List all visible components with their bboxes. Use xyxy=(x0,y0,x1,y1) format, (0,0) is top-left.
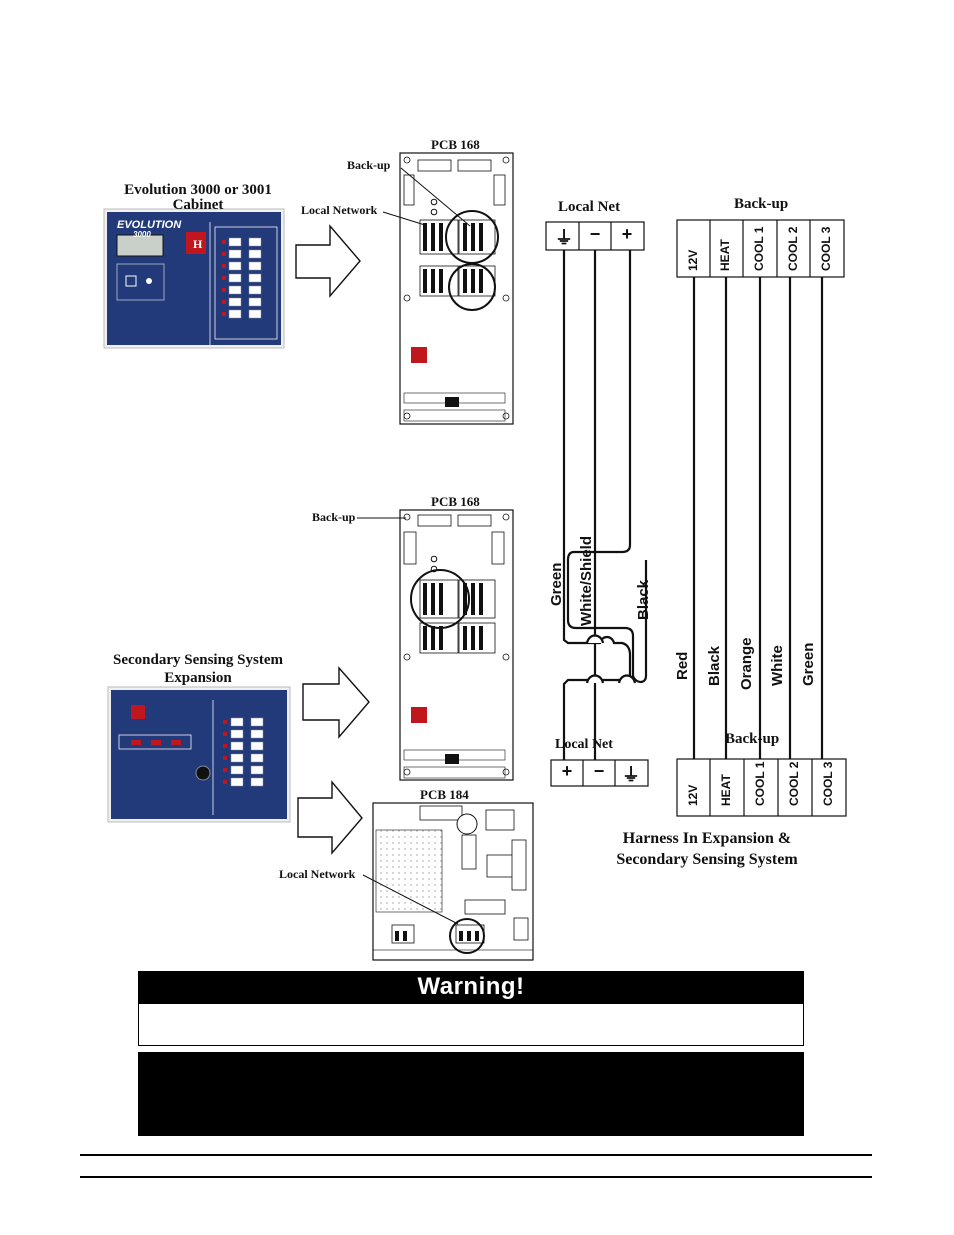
backup-wires xyxy=(692,277,824,759)
local-net-bottom-label: Local Net xyxy=(555,737,613,752)
backup-top-terminal-cool2: COOL 2 xyxy=(786,226,800,271)
local-net-top-terminal-minus: − xyxy=(589,224,601,244)
wire-label-green-backup: Green xyxy=(800,642,817,686)
harness-caption-line1: Harness In Expansion & xyxy=(622,830,792,847)
arrow-top xyxy=(295,224,361,298)
local-net-wires xyxy=(562,250,648,760)
wire-label-white-shield: White/Shield xyxy=(578,536,595,626)
arrow-middle xyxy=(302,666,370,739)
backup-leader-top xyxy=(400,167,471,227)
wire-green xyxy=(562,250,632,760)
wire-label-orange: Orange xyxy=(738,637,755,690)
local-net-bottom-terminal-plus: + xyxy=(561,761,573,781)
footer-rule-bottom xyxy=(80,1176,872,1178)
warning-title: Warning! xyxy=(138,971,804,1003)
arrow-shapes xyxy=(295,224,370,855)
hump-3 xyxy=(617,674,637,684)
local-net-top-block xyxy=(545,221,645,251)
local-net-bottom-terminal-minus: − xyxy=(593,761,605,781)
evolution-cabinet-panel: H xyxy=(103,208,285,349)
expansion-title: Secondary Sensing System Expansion xyxy=(98,651,298,687)
svg-text:H: H xyxy=(193,237,203,251)
backup-callout-top: Back-up xyxy=(347,158,391,172)
wire-label-black: Black xyxy=(635,579,652,620)
local-net-top-terminal-ground: ⏚ xyxy=(555,228,573,248)
cabinet-title-line1: Evolution 3000 or 3001 xyxy=(124,182,272,198)
wire-label-green: Green xyxy=(548,562,565,606)
backup-bottom-terminal-cool2: COOL 2 xyxy=(787,761,801,806)
backup-bottom-terminal-cool3: COOL 3 xyxy=(821,761,835,806)
cabinet-title: Evolution 3000 or 3001 Cabinet xyxy=(104,183,292,213)
local-net-bottom-terminal-ground: ⏚ xyxy=(622,765,640,785)
footer-rule-top xyxy=(80,1154,872,1156)
expansion-title-line2: Expansion xyxy=(164,670,232,686)
secondary-sensing-panel xyxy=(107,686,291,823)
pcb-168-top xyxy=(399,152,514,425)
pcb-168-middle xyxy=(399,509,514,781)
local-network-callout-top: Local Network xyxy=(301,203,378,217)
backup-top-terminal-cool1: COOL 1 xyxy=(752,226,766,271)
hump-1 xyxy=(585,634,605,644)
panel-brand-label: EVOLUTION xyxy=(117,219,182,231)
local-network-leader-top xyxy=(382,211,426,226)
panel-model-label: 3000 xyxy=(133,230,151,239)
backup-callout-middle: Back-up xyxy=(312,510,356,524)
backup-top-terminal-12v: 12V xyxy=(686,249,700,271)
pcb-168-middle-label: PCB 168 xyxy=(431,494,480,509)
backup-bottom-terminal-12v: 12V xyxy=(686,784,700,806)
arrow-bottom xyxy=(297,780,363,855)
harness-caption-line2: Secondary Sensing System xyxy=(616,851,798,868)
backup-bottom-label: Back-up xyxy=(725,731,780,747)
local-net-top-label: Local Net xyxy=(558,199,621,215)
pcb-184 xyxy=(372,802,534,961)
warning-body-box xyxy=(138,1003,804,1046)
wire-label-black-backup: Black xyxy=(706,645,723,686)
wire-label-red: Red xyxy=(674,651,691,680)
local-net-top-terminal-plus: + xyxy=(621,224,633,244)
pcb-184-label: PCB 184 xyxy=(420,787,469,802)
wire-black xyxy=(566,250,648,684)
warning-black-box xyxy=(138,1052,804,1136)
backup-top-terminal-heat: HEAT xyxy=(718,239,732,271)
expansion-title-line1: Secondary Sensing System xyxy=(112,652,284,668)
wire-label-white: White xyxy=(769,645,786,686)
backup-top-terminal-cool3: COOL 3 xyxy=(819,226,833,271)
harness-caption: Harness In Expansion & Secondary Sensing… xyxy=(592,828,822,870)
backup-bottom-terminal-cool1: COOL 1 xyxy=(753,761,767,806)
local-net-bottom-block xyxy=(550,759,649,787)
cabinet-title-line2: Cabinet xyxy=(172,197,224,213)
hump-2 xyxy=(585,674,605,684)
backup-bottom-terminal-heat: HEAT xyxy=(719,774,733,806)
local-network-callout-bottom: Local Network xyxy=(279,867,356,881)
backup-bottom-block xyxy=(676,758,847,817)
local-network-leader-bottom xyxy=(362,874,459,925)
pcb-168-top-label: PCB 168 xyxy=(431,137,480,152)
backup-top-label: Back-up xyxy=(734,196,789,212)
